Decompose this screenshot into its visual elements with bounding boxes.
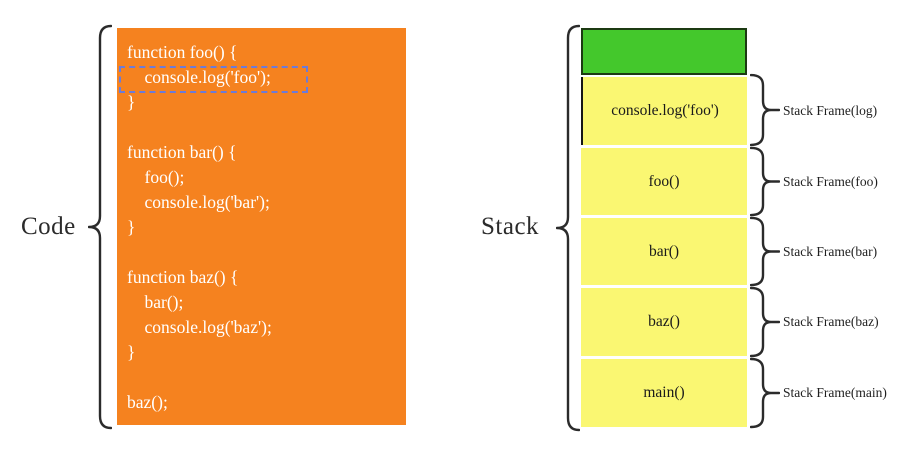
frame-annotation-baz: Stack Frame(baz) [783,314,879,329]
highlighted-line-box [119,66,308,93]
stack-frame-log: console.log('foo') [581,77,747,145]
code-brace [88,24,112,430]
stack-frame-main: main() [581,359,747,427]
frame-brace-bar [750,216,780,287]
code-line: } [127,92,136,112]
code-box: function foo() { console.log('foo');} fun… [117,28,406,425]
code-line [127,365,402,390]
code-line: function bar() { [127,142,237,162]
code-line: } [127,342,136,362]
stack-frame-foo: foo() [581,148,747,215]
stack-frame-baz: baz() [581,288,747,356]
frame-annotation-log: Stack Frame(log) [783,103,878,118]
code-line: bar(); [127,292,184,312]
frame-annotation-bar: Stack Frame(bar) [783,244,878,259]
frame-annotation-foo: Stack Frame(foo) [783,174,878,189]
code-line: console.log('foo'); [127,67,271,87]
code-line [127,115,402,140]
frame-brace-log [750,73,780,147]
code-line [127,240,402,265]
stack-section-label: Stack [481,213,540,240]
stack-top-block [581,28,747,75]
stack-frame-bar: bar() [581,218,747,285]
code-line: console.log('baz'); [127,317,272,337]
stack-brace [556,24,580,432]
frame-annotation-main: Stack Frame(main) [783,385,887,400]
code-line: } [127,217,136,237]
code-line: console.log('bar'); [127,192,270,212]
code-line: baz(); [127,392,168,412]
code-line: function baz() { [127,267,239,287]
frame-brace-baz [750,286,780,358]
frame-brace-foo [750,146,780,217]
frame-brace-main [750,357,780,429]
code-line: foo(); [127,167,185,187]
code-listing: function foo() { console.log('foo');} fun… [127,40,402,415]
code-line: function foo() { [127,42,238,62]
code-section-label: Code [21,213,76,240]
